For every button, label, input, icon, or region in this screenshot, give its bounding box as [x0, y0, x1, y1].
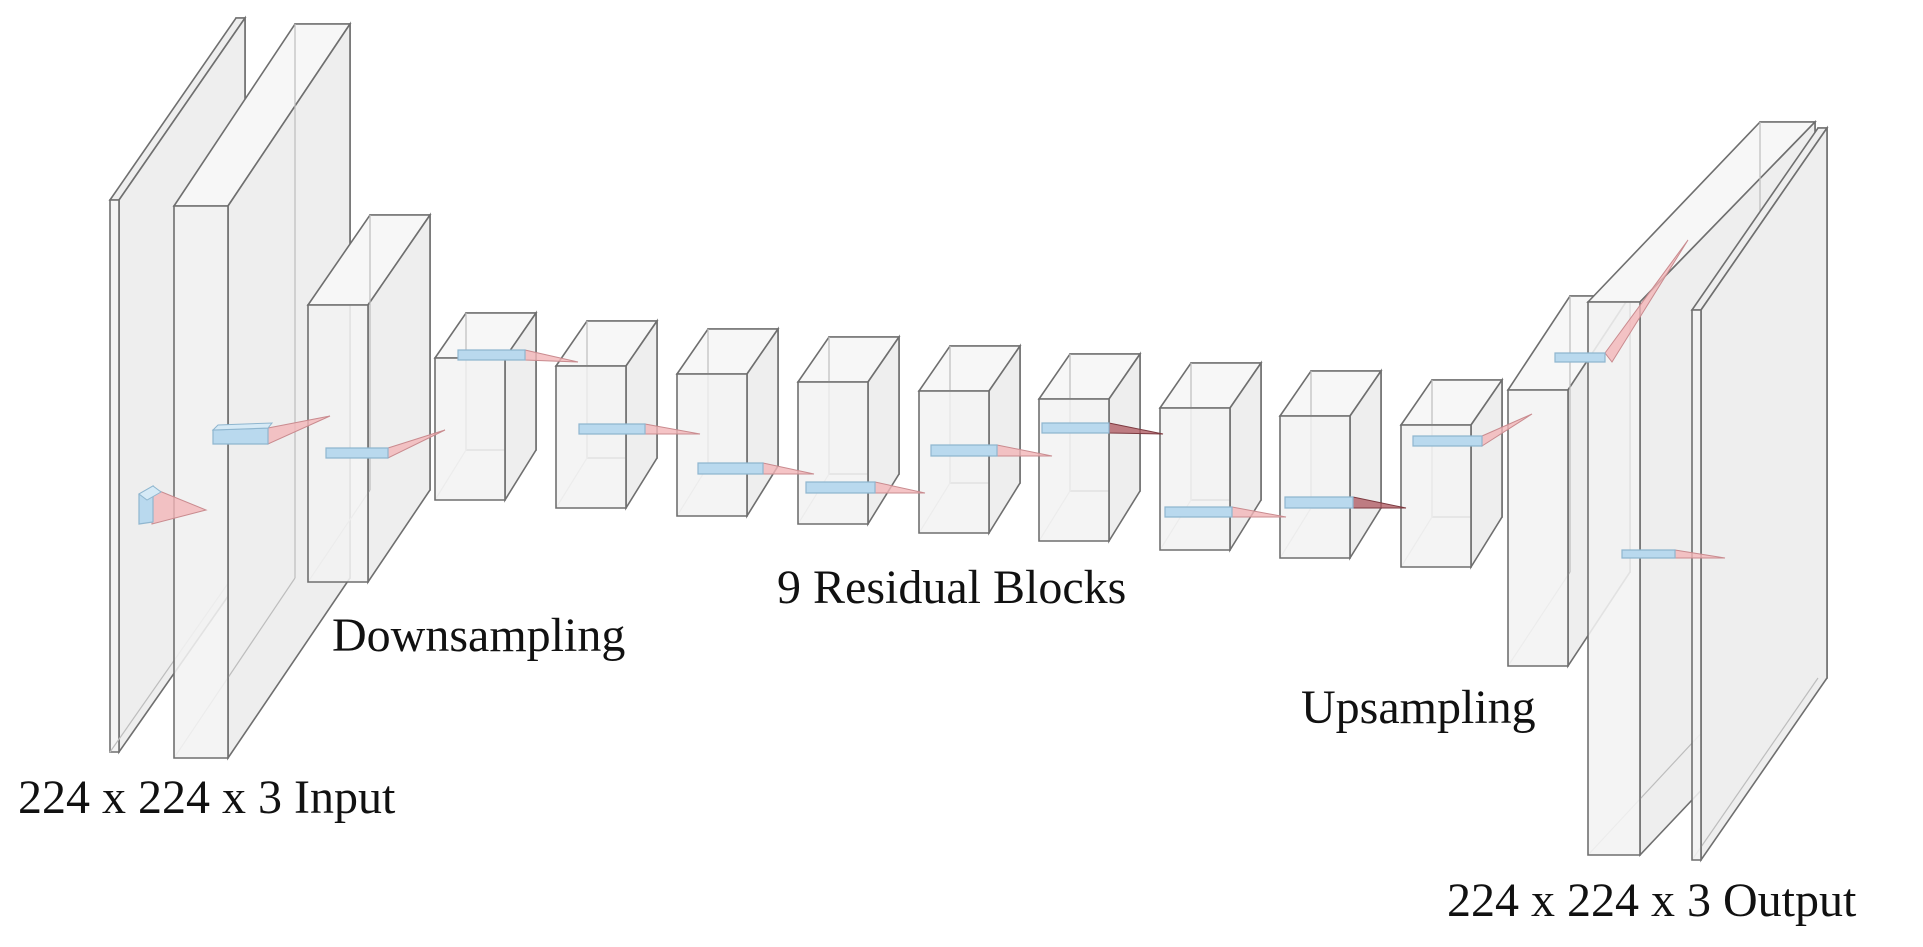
residual-block-5: [917, 343, 1022, 536]
output-layer-slab: [1690, 125, 1829, 863]
kernel-rb3: [697, 462, 815, 475]
kernel-rb6: [1041, 422, 1164, 435]
residual-blocks-label: 9 Residual Blocks: [777, 561, 1126, 614]
residual-block-9: [1399, 377, 1504, 570]
downsampling-slab: [306, 212, 432, 585]
kernel-rb2: [578, 423, 701, 435]
kernel-rb5: [930, 444, 1053, 457]
residual-block-1: [433, 310, 538, 503]
residual-block-4: [796, 334, 901, 527]
kernel-conv1: [211, 415, 331, 445]
residual-block-2: [554, 318, 659, 511]
kernel-rb9: [1412, 413, 1533, 447]
kernel-rb4: [805, 481, 926, 494]
kernel-output: [1621, 549, 1726, 559]
kernel-conv2: [325, 429, 446, 459]
downsampling-label: Downsampling: [332, 609, 625, 662]
kernel-rb7: [1164, 506, 1287, 518]
kernel-upsampling: [1554, 239, 1689, 363]
kernel-rb1: [457, 349, 579, 363]
residual-block-6: [1037, 351, 1142, 544]
residual-block-3: [675, 326, 780, 519]
upsampling-label: Upsampling: [1301, 681, 1536, 734]
output-label: 224 x 224 x 3 Output: [1447, 874, 1857, 927]
residual-block-7: [1158, 360, 1263, 553]
kernel-input: [138, 484, 208, 525]
kernel-rb8: [1284, 496, 1407, 509]
residual-block-8: [1278, 368, 1383, 561]
input-label: 224 x 224 x 3 Input: [18, 771, 396, 824]
